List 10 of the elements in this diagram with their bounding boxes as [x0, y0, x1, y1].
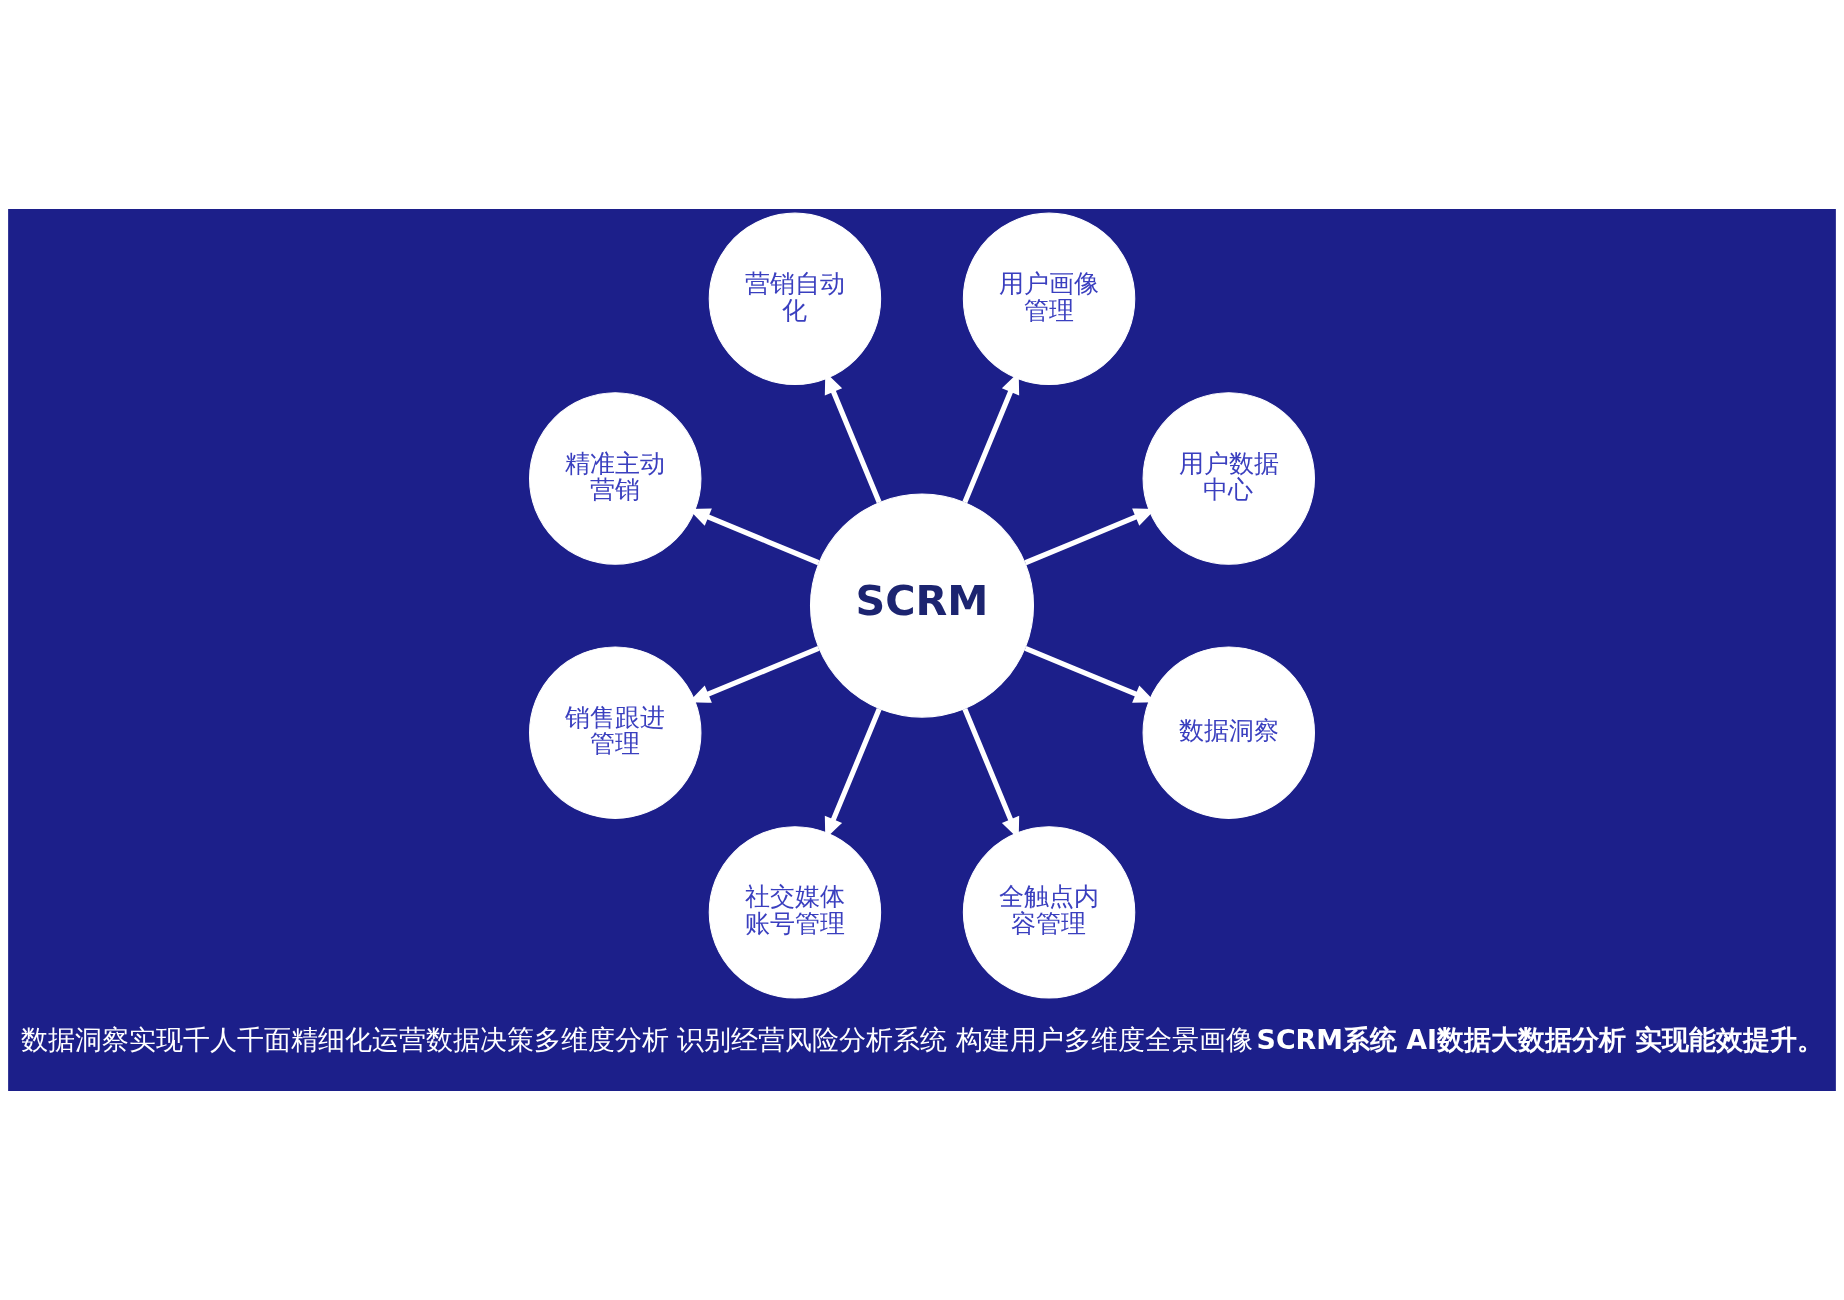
node-circle: 精准主动营销: [529, 392, 702, 565]
node-circle: 全触点内容管理: [962, 826, 1136, 999]
node-circle: 用户画像管理: [962, 212, 1136, 386]
node-circle: 营销自动化: [708, 212, 882, 386]
caption: 数据洞察实现千人千面精细化运营数据决策多维度分析 识别经营风险分析系统 构建用户多维度全景画像SCRM系统 AI数据大数据分析 实现能效提升。: [20, 1024, 1825, 1056]
node-circle: 用户数据中心: [1142, 392, 1315, 565]
node-circle: SCRM: [809, 493, 1035, 718]
node-circle: 销售跟进管理: [529, 646, 702, 819]
node-circle: 数据洞察: [1142, 646, 1315, 819]
node-circle: 社交媒体账号管理: [708, 826, 882, 999]
